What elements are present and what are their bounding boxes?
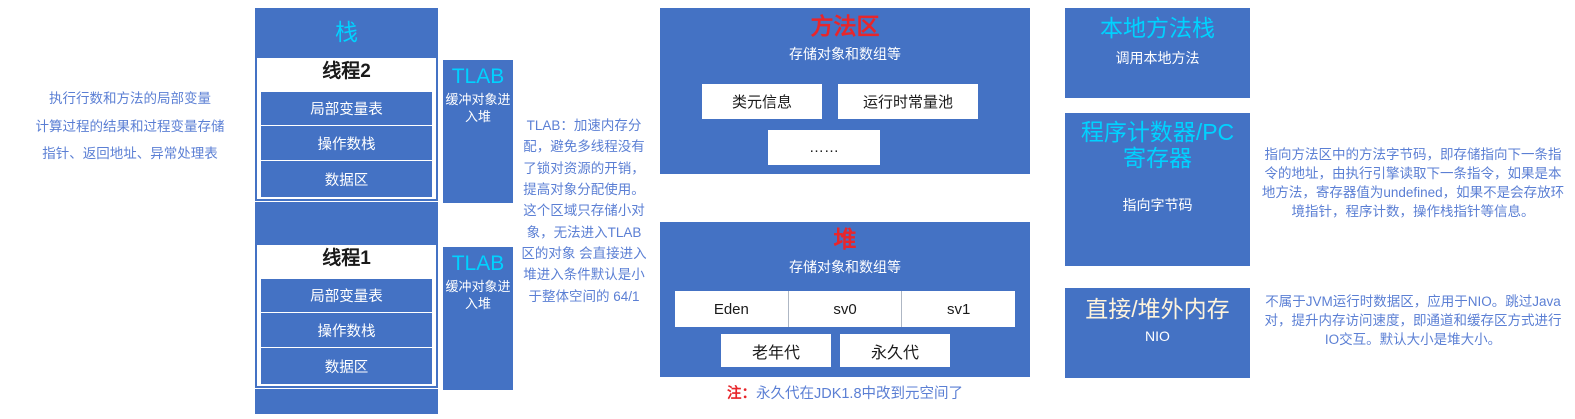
method-area-chip-ellipsis: …… xyxy=(768,130,880,165)
stack-title: 栈 xyxy=(335,18,358,45)
native-method-stack-title: 本地方法栈 xyxy=(1100,15,1215,41)
method-area-title: 方法区 xyxy=(810,13,880,39)
stack-frame-divider-upper xyxy=(255,202,438,243)
heap-region-eden: Eden xyxy=(675,291,789,327)
heap-region-sv1: sv1 xyxy=(947,300,971,318)
heap-region-old-generation: 老年代 xyxy=(721,334,831,367)
native-method-stack-panel: 本地方法栈 调用本地方法 xyxy=(1065,8,1250,98)
method-area-chip-class-metadata: 类元信息 xyxy=(702,84,822,119)
thread-1-name: 线程1 xyxy=(322,248,371,269)
stack-description-note: 执行行数和方法的局部变量 计算过程的结果和过程变量存储 指针、返回地址、异常处理… xyxy=(10,85,250,168)
direct-memory-panel: 直接/堆外内存 NIO xyxy=(1065,288,1250,378)
tlab-box-thread-2: TLAB 缓冲对象进入堆 xyxy=(443,60,513,203)
heap-young-generation-row: Eden sv0 sv1 xyxy=(675,291,1015,327)
tlab-2-title: TLAB xyxy=(451,65,505,88)
heap-subtitle: 存储对象和数组等 xyxy=(789,259,901,276)
stack-frame-divider-lower xyxy=(255,389,438,414)
stack-note-line-1: 执行行数和方法的局部变量 xyxy=(49,91,211,106)
tlab-description-note: TLAB：加速内存分配，避免多线程没有了锁对资源的开销，提高对象分配使用。这个区… xyxy=(521,118,647,304)
method-area-subtitle: 存储对象和数组等 xyxy=(789,46,901,63)
tlab-1-title: TLAB xyxy=(451,252,505,275)
thread-card-2: 线程2 局部变量表 操作数栈 数据区 xyxy=(255,56,438,201)
heap-title: 堆 xyxy=(833,226,857,252)
thread-2-frame-operand-stack: 操作数栈 xyxy=(261,126,432,161)
heap-region-sv0: sv0 xyxy=(789,291,903,327)
direct-memory-title: 直接/堆外内存 xyxy=(1085,296,1230,322)
direct-memory-subtitle: NIO xyxy=(1145,328,1170,345)
thread-1-frame-operand-stack: 操作数栈 xyxy=(261,313,432,348)
pc-register-subtitle: 指向字节码 xyxy=(1122,196,1193,213)
tlab-1-subtitle: 缓冲对象进入堆 xyxy=(445,279,511,311)
tlab-box-thread-1: TLAB 缓冲对象进入堆 xyxy=(443,247,513,390)
thread-1-frame-local-vars: 局部变量表 xyxy=(261,279,432,313)
thread-card-1: 线程1 局部变量表 操作数栈 数据区 xyxy=(255,243,438,388)
stack-note-line-2: 计算过程的结果和过程变量存储 xyxy=(35,118,225,134)
pc-register-panel: 程序计数器/PC寄存器 指向字节码 xyxy=(1065,113,1250,266)
native-method-stack-subtitle: 调用本地方法 xyxy=(1115,50,1200,67)
tlab-2-subtitle: 缓冲对象进入堆 xyxy=(445,92,511,124)
heap-footnote: 注：永久代在JDK1.8中改到元空间了 xyxy=(660,386,1030,403)
thread-2-name: 线程2 xyxy=(322,61,371,82)
heap-region-permanent-generation: 永久代 xyxy=(840,334,950,367)
heap-footnote-text: 永久代在JDK1.8中改到元空间了 xyxy=(755,386,964,402)
pc-register-description-note: 指向方法区中的方法字节码，即存储指向下一条指令的地址，由执行引擎读取下一条指令，… xyxy=(1261,147,1565,220)
thread-2-frame-local-vars: 局部变量表 xyxy=(261,92,432,126)
stack-note-line-3: 指针、返回地址、异常处理表 xyxy=(42,146,218,162)
thread-2-frame-data-area: 数据区 xyxy=(261,161,432,197)
stack-title-bar: 栈 xyxy=(255,8,438,56)
method-area-chip-runtime-constant-pool: 运行时常量池 xyxy=(838,84,978,119)
thread-1-frame-data-area: 数据区 xyxy=(261,348,432,384)
pc-register-title: 程序计数器/PC寄存器 xyxy=(1080,119,1235,172)
heap-footnote-label: 注： xyxy=(726,386,756,402)
direct-memory-description-note: 不属于JVM运行时数据区，应用于NIO。跳过Java对，提升内存访问速度，即通道… xyxy=(1264,294,1562,348)
